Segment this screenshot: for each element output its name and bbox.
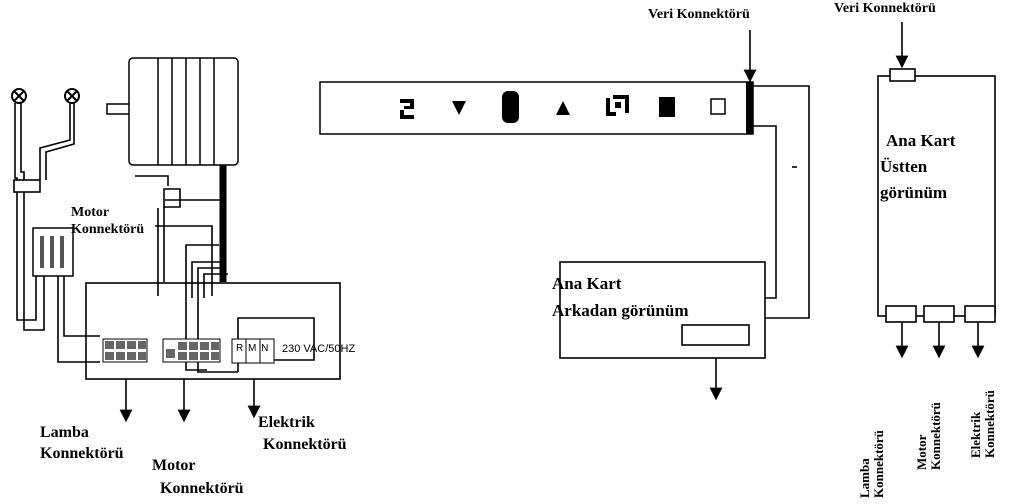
board-back-view bbox=[559, 261, 766, 359]
board-top-view bbox=[877, 68, 996, 323]
speed-icon bbox=[606, 95, 629, 116]
control-panel bbox=[319, 81, 754, 135]
down-arrow-icon bbox=[452, 101, 466, 115]
right-electric-connector-label: Elektrik Konnektörü bbox=[968, 390, 997, 458]
electric-connector-line2: Konnektörü bbox=[263, 436, 347, 453]
board-back-view-line1: Ana Kart bbox=[552, 274, 622, 293]
middle-data-connector-label: Veri Konnektörü bbox=[648, 7, 750, 22]
board-top-view-line2: Üstten bbox=[880, 157, 928, 176]
board-top-view-line1: Ana Kart bbox=[886, 131, 956, 150]
right-lamp-connector-line2: Konnektörü bbox=[870, 430, 886, 498]
motor-connector-bottom-line2: Konnektörü bbox=[160, 480, 244, 497]
right-data-connector-label: Veri Konnektörü bbox=[834, 1, 936, 16]
lamp-1-icon bbox=[11, 88, 27, 104]
motor-connector-bottom-line1: Motor bbox=[152, 457, 196, 474]
motor-icon bbox=[106, 57, 239, 166]
right-electric-connector-line1: Elektrik bbox=[968, 411, 983, 458]
right-motor-connector-label: Motor Konnektörü bbox=[914, 402, 943, 470]
motor-connector-block bbox=[32, 227, 74, 277]
lamp-connector-line1: Lamba bbox=[40, 424, 89, 441]
square-icon bbox=[710, 98, 726, 115]
motor-connector-top-line2: Konnektörü bbox=[71, 222, 145, 237]
motor-connector-top-line1: Motor bbox=[71, 205, 110, 220]
electric-terminal bbox=[231, 338, 275, 364]
lamp-2-icon bbox=[64, 88, 80, 104]
main-board-outline bbox=[85, 282, 341, 380]
electric-connector-line1: Elektrik bbox=[258, 414, 315, 431]
right-motor-connector-line2: Konnektörü bbox=[927, 402, 943, 470]
terminal-r: R bbox=[236, 343, 245, 354]
right-motor-connector-line1: Motor bbox=[914, 434, 929, 470]
right-electric-connector-line2: Konnektörü bbox=[981, 390, 997, 458]
up-arrow-icon bbox=[556, 101, 570, 115]
lamp-wires bbox=[13, 103, 100, 363]
left-output-arrows bbox=[119, 379, 261, 423]
motor-cable bbox=[135, 165, 238, 373]
terminal-n: N bbox=[261, 343, 270, 354]
board-back-view-line2: Arkadan görünüm bbox=[552, 301, 689, 320]
lamp-connector-line2: Konnektörü bbox=[40, 445, 124, 462]
lamp-terminal bbox=[102, 338, 148, 363]
terminal-m: M bbox=[248, 343, 258, 354]
right-lamp-connector-label: Lamba Konnektörü bbox=[857, 430, 886, 498]
right-output-arrows bbox=[895, 322, 985, 359]
right-lamp-connector-line1: Lamba bbox=[857, 458, 872, 498]
power-icon bbox=[502, 91, 519, 123]
board-top-view-line3: görünüm bbox=[880, 183, 948, 202]
light-icon bbox=[400, 99, 414, 119]
motor-terminal bbox=[162, 338, 221, 363]
terminal-letters: R M N bbox=[236, 343, 269, 354]
stop-icon bbox=[659, 97, 675, 117]
voltage-label: 230 VAC/50HZ bbox=[282, 343, 356, 355]
